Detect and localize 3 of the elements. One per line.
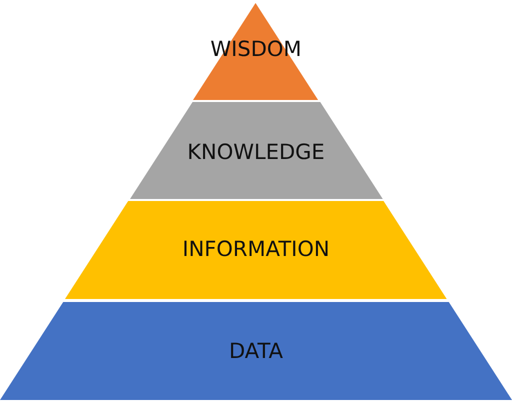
layer-label: KNOWLEDGE xyxy=(187,140,325,164)
layer-label: DATA xyxy=(228,339,284,363)
layer-label: INFORMATION xyxy=(182,237,330,261)
